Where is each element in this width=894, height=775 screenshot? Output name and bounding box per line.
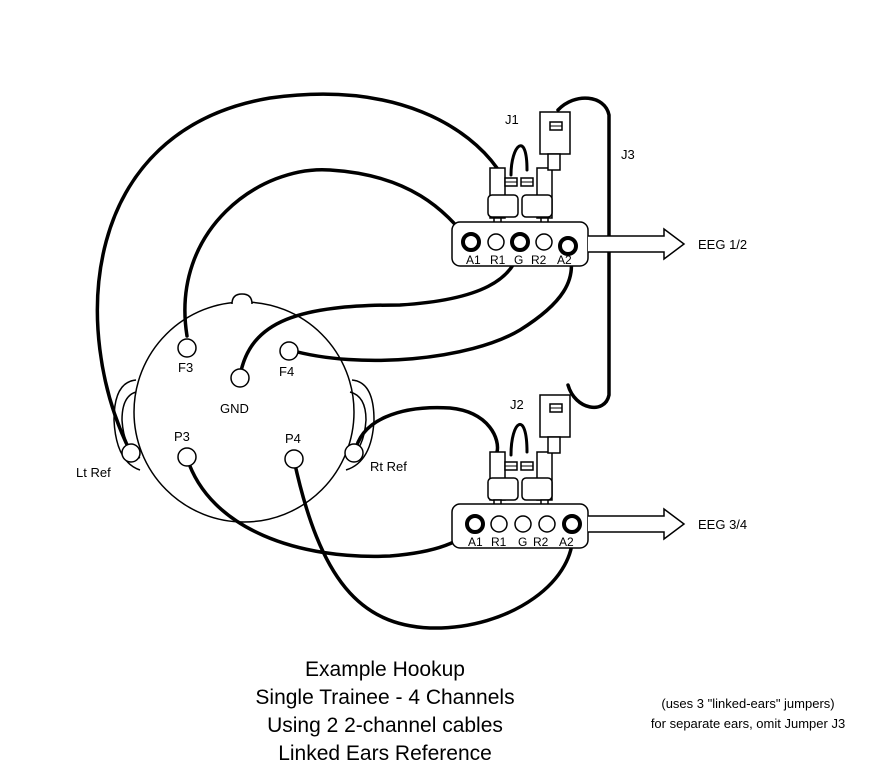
- pin-r1: [490, 515, 508, 533]
- electrodes: [121, 338, 364, 469]
- pin-a1: [461, 232, 481, 252]
- electrode-rt-ref: [344, 443, 364, 463]
- wires: [95, 92, 611, 630]
- caption: Example Hookup Single Trainee - 4 Channe…: [185, 656, 585, 768]
- wire-lt-ref-to-j1: [95, 92, 499, 453]
- note-line-1: (uses 3 "linked-ears" jumpers): [661, 696, 835, 711]
- pin-label-r2: R2: [531, 253, 547, 267]
- label-j1: J1: [505, 112, 519, 127]
- pin-r2: [538, 515, 556, 533]
- electrode-p4: [284, 449, 304, 469]
- pin-label-a2: A2: [559, 535, 574, 549]
- caption-line-4: Linked Ears Reference: [278, 742, 492, 765]
- label-lt-ref: Lt Ref: [76, 465, 111, 480]
- electrode-f3: [177, 338, 197, 358]
- wire-p4-to-a2: [292, 458, 575, 630]
- label-f3: F3: [178, 360, 193, 375]
- output-label-1: EEG 1/2: [698, 237, 747, 252]
- note-line-2: for separate ears, omit Jumper J3: [650, 716, 846, 731]
- electrode-gnd: [230, 368, 250, 388]
- electrode-lt-ref: [121, 443, 141, 463]
- wire-j1-loop: [509, 144, 529, 177]
- output-label-2: EEG 3/4: [698, 517, 747, 532]
- wire-j2-loop: [509, 423, 529, 457]
- pin-a1: [465, 514, 485, 534]
- pin-a2: [562, 514, 582, 534]
- label-f4: F4: [279, 364, 294, 379]
- label-j2: J2: [510, 397, 524, 412]
- pin-label-a2: A2: [557, 253, 572, 267]
- pin-label-r2: R2: [533, 535, 549, 549]
- pin-r2: [535, 233, 553, 251]
- caption-line-2: Single Trainee - 4 Channels: [255, 686, 515, 709]
- pin-label-r1: R1: [491, 535, 507, 549]
- plugs-top: [487, 111, 571, 237]
- pin-r1: [487, 233, 505, 251]
- output-arrow-1: [588, 227, 686, 261]
- output-arrow-2: [588, 507, 686, 541]
- plugs-bottom: [487, 394, 571, 519]
- pin-g: [510, 232, 530, 252]
- electrode-f4: [279, 341, 299, 361]
- caption-line-3: Using 2 2-channel cables: [267, 714, 503, 737]
- electrode-p3: [177, 447, 197, 467]
- pin-label-a1: A1: [466, 253, 481, 267]
- wire-f4-to-a2: [288, 246, 574, 363]
- wire-gnd-to-g: [238, 244, 522, 378]
- pin-g: [514, 515, 532, 533]
- connector-2: A1 R1 G R2 A2 EEG 3/4: [451, 503, 747, 549]
- label-gnd: GND: [220, 401, 249, 416]
- label-j3: J3: [621, 147, 635, 162]
- wire-rt-ref-to-j2: [353, 405, 500, 455]
- pin-label-a1: A1: [468, 535, 483, 549]
- caption-line-1: Example Hookup: [305, 658, 465, 681]
- labels: F3 F4 GND P3 P4 Lt Ref Rt Ref J1 J2 J3: [76, 112, 635, 480]
- jumper-note: (uses 3 "linked-ears" jumpers) for separ…: [618, 694, 878, 734]
- label-p3: P3: [174, 429, 190, 444]
- pin-label-r1: R1: [490, 253, 506, 267]
- label-p4: P4: [285, 431, 301, 446]
- wire-f3-to-a1: [183, 168, 471, 338]
- pin-label-g: G: [518, 535, 527, 549]
- pin-label-g: G: [514, 253, 523, 267]
- pin-a2: [558, 236, 578, 256]
- wire-j3: [556, 96, 611, 410]
- connector-1: A1 R1 G R2 A2 EEG 1/2: [451, 221, 747, 267]
- label-rt-ref: Rt Ref: [370, 459, 407, 474]
